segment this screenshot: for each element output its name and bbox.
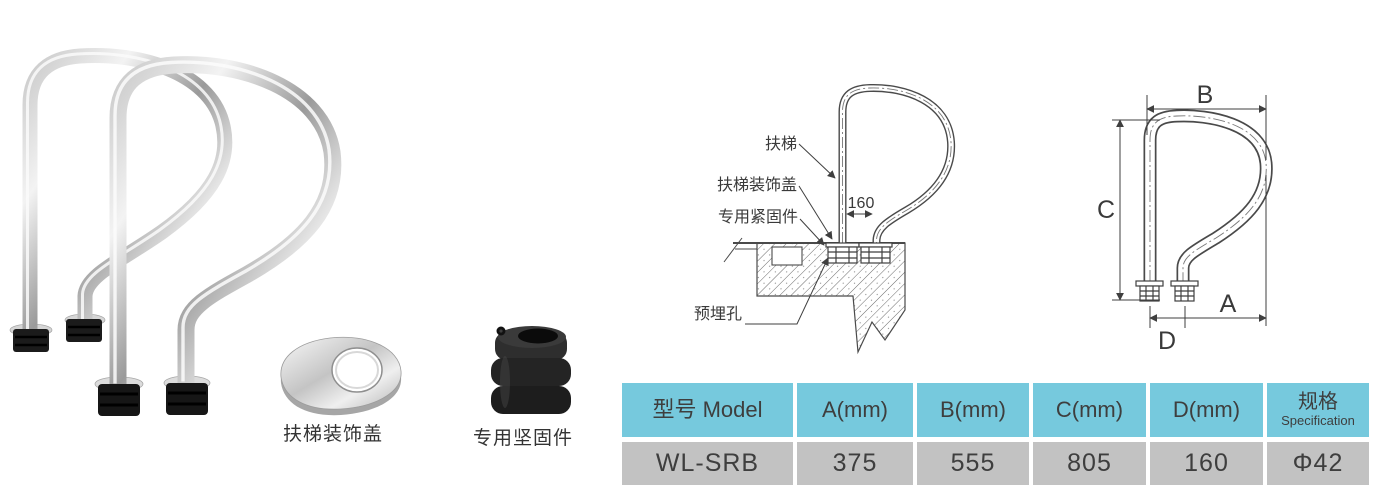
cell-model: WL-SRB — [622, 442, 797, 485]
label-fastener: 专用紧固件 — [718, 208, 798, 226]
installation-diagram: 160 扶梯 扶梯装饰盖 专用紧固件 预埋孔 — [694, 83, 956, 355]
cell-spec: Φ42 — [1267, 442, 1369, 485]
anchor-socket — [13, 329, 49, 352]
dim-160-value: 160 — [848, 195, 875, 212]
cover-photo — [280, 336, 402, 416]
label-cover: 扶梯装饰盖 — [717, 176, 797, 194]
leader-fastener — [799, 218, 825, 246]
col-header-c: C(mm) — [1033, 383, 1150, 437]
dim-a-d — [1149, 175, 1267, 328]
fastener-photo — [491, 326, 571, 414]
dim-b — [1146, 95, 1267, 160]
anchor-socket — [66, 319, 102, 342]
cell-c: 805 — [1033, 442, 1150, 485]
handrail-outline — [1143, 109, 1273, 282]
label-handrail: 扶梯 — [765, 135, 797, 153]
fastener-caption: 专用坚固件 — [473, 428, 574, 449]
cover-caption: 扶梯装饰盖 — [283, 424, 384, 445]
fastener-section — [825, 242, 893, 264]
handrail-section — [838, 83, 956, 243]
dim-c-label: C — [1097, 196, 1115, 224]
dim-a-label: A — [1220, 290, 1237, 318]
embed-hole-pocket — [771, 246, 803, 266]
anchor-sockets — [1135, 280, 1199, 302]
dim-d-label: D — [1158, 327, 1176, 355]
col-header-spec-en: Specification — [1281, 413, 1355, 429]
dim-160: 160 — [846, 195, 875, 218]
product-photo — [9, 48, 571, 416]
handrail-front — [94, 56, 342, 416]
col-header-spec: 规格 Specification — [1267, 383, 1369, 437]
dim-b-label: B — [1197, 81, 1214, 109]
dimension-diagram: B C A D — [1097, 81, 1273, 355]
cell-a: 375 — [797, 442, 917, 485]
spec-table-data-row: WL-SRB 375 555 805 160 Φ42 — [622, 442, 1369, 485]
col-header-a: A(mm) — [797, 383, 917, 437]
anchor-socket — [166, 383, 208, 415]
col-header-spec-cn: 规格 — [1298, 391, 1338, 414]
leader-embed-hole — [745, 257, 829, 325]
col-header-b: B(mm) — [917, 383, 1033, 437]
anchor-socket — [98, 384, 140, 416]
label-embed-hole: 预埋孔 — [694, 305, 742, 323]
cell-d: 160 — [1150, 442, 1267, 485]
leader-cover — [798, 185, 833, 240]
cell-b: 555 — [917, 442, 1033, 485]
spec-table: 型号 Model A(mm) B(mm) C(mm) D(mm) 规格 Spec… — [622, 383, 1369, 485]
col-header-d: D(mm) — [1150, 383, 1267, 437]
dim-c — [1112, 119, 1160, 301]
leader-handrail — [798, 143, 836, 179]
col-header-model: 型号 Model — [622, 383, 797, 437]
spec-table-header-row: 型号 Model A(mm) B(mm) C(mm) D(mm) 规格 Spec… — [622, 383, 1369, 437]
